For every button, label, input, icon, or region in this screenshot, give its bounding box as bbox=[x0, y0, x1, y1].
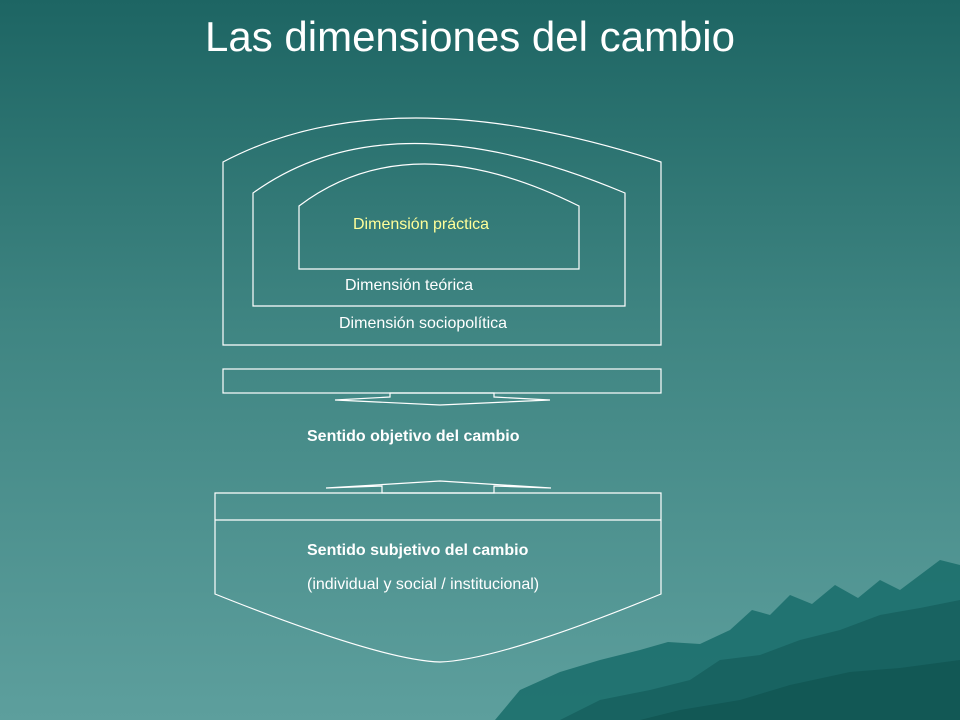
subjective-shape bbox=[214, 492, 662, 663]
mountain-decoration bbox=[495, 560, 960, 720]
sociopolitical-dimension-label: Dimensión sociopolítica bbox=[339, 315, 508, 332]
theoretical-dimension-label: Dimensión teórica bbox=[345, 277, 474, 294]
subjective-sense-label: Sentido subjetivo del cambio bbox=[307, 542, 529, 559]
slide-title: Las dimensiones del cambio bbox=[205, 13, 735, 60]
objective-bar bbox=[222, 368, 662, 394]
theoretical-dimension-shape bbox=[252, 143, 626, 307]
up-arrow-icon bbox=[325, 480, 552, 494]
sociopolitical-dimension-shape bbox=[222, 117, 662, 346]
practical-dimension-shape bbox=[298, 163, 580, 270]
practical-dimension-label: Dimensión práctica bbox=[353, 216, 490, 233]
objective-sense-label: Sentido objetivo del cambio bbox=[307, 428, 520, 445]
subjective-sense-detail: (individual y social / institucional) bbox=[307, 576, 540, 593]
down-arrow-icon bbox=[334, 392, 551, 406]
